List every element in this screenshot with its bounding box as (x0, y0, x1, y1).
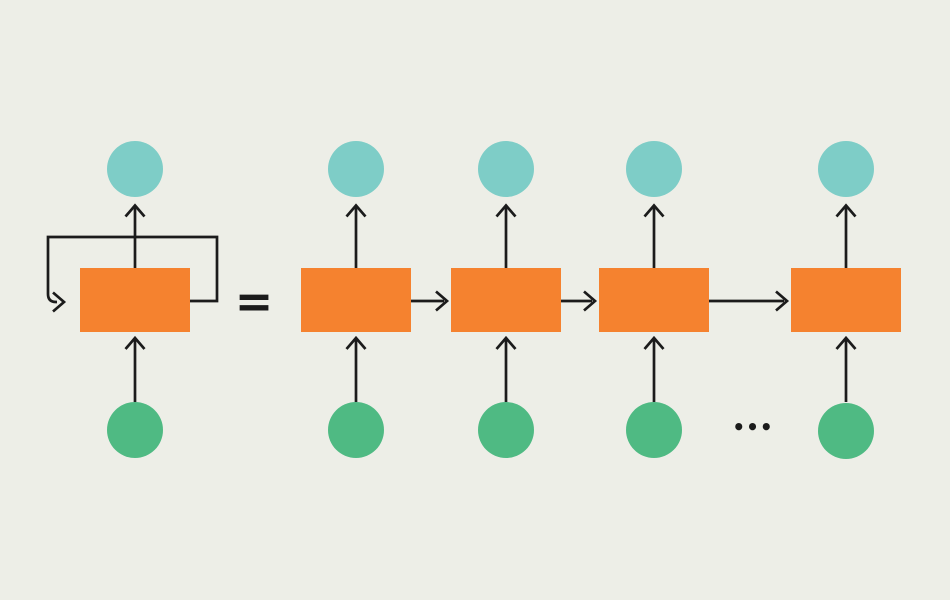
input-nodes-layer (107, 402, 874, 459)
step2-rnn-cell (451, 268, 561, 332)
arrows-layer (46, 203, 857, 402)
folded-input-node (107, 402, 163, 458)
step1-input-node (328, 402, 384, 458)
equals-sign: = (235, 274, 274, 328)
step4-rnn-cell (791, 268, 901, 332)
step1-output-node (328, 141, 384, 197)
step3-rnn-cell (599, 268, 709, 332)
ellipsis-dots: ••• (732, 415, 773, 439)
step1-output-arrowhead-icon (345, 203, 367, 218)
step2-output-arrowhead-icon (495, 203, 517, 218)
folded-output-arrowhead-icon (124, 203, 146, 218)
step3-input-arrowhead-icon (643, 335, 665, 350)
feedback-loop-line (46, 235, 219, 304)
folded-output-node (107, 141, 163, 197)
hidden-state-arrow-1-head-icon (435, 290, 450, 312)
step2-input-arrowhead-icon (495, 335, 517, 350)
hidden-state-arrow-2-head-icon (583, 290, 598, 312)
step3-output-node (626, 141, 682, 197)
step4-output-node (818, 141, 874, 197)
cells-layer (80, 268, 901, 332)
step2-input-node (478, 402, 534, 458)
step3-input-node (626, 402, 682, 458)
step2-output-node (478, 141, 534, 197)
feedback-loop-arrowhead-icon (52, 291, 67, 313)
folded-input-arrowhead-icon (124, 335, 146, 350)
output-nodes-layer (107, 141, 874, 197)
step1-input-arrowhead-icon (345, 335, 367, 350)
step3-output-arrowhead-icon (643, 203, 665, 218)
step4-output-arrowhead-icon (835, 203, 857, 218)
folded-rnn-cell (80, 268, 190, 332)
symbols-layer: = ••• (235, 274, 773, 439)
step4-input-arrowhead-icon (835, 335, 857, 350)
step1-rnn-cell (301, 268, 411, 332)
hidden-state-arrow-3-head-icon (775, 290, 790, 312)
step4-input-node (818, 403, 874, 459)
